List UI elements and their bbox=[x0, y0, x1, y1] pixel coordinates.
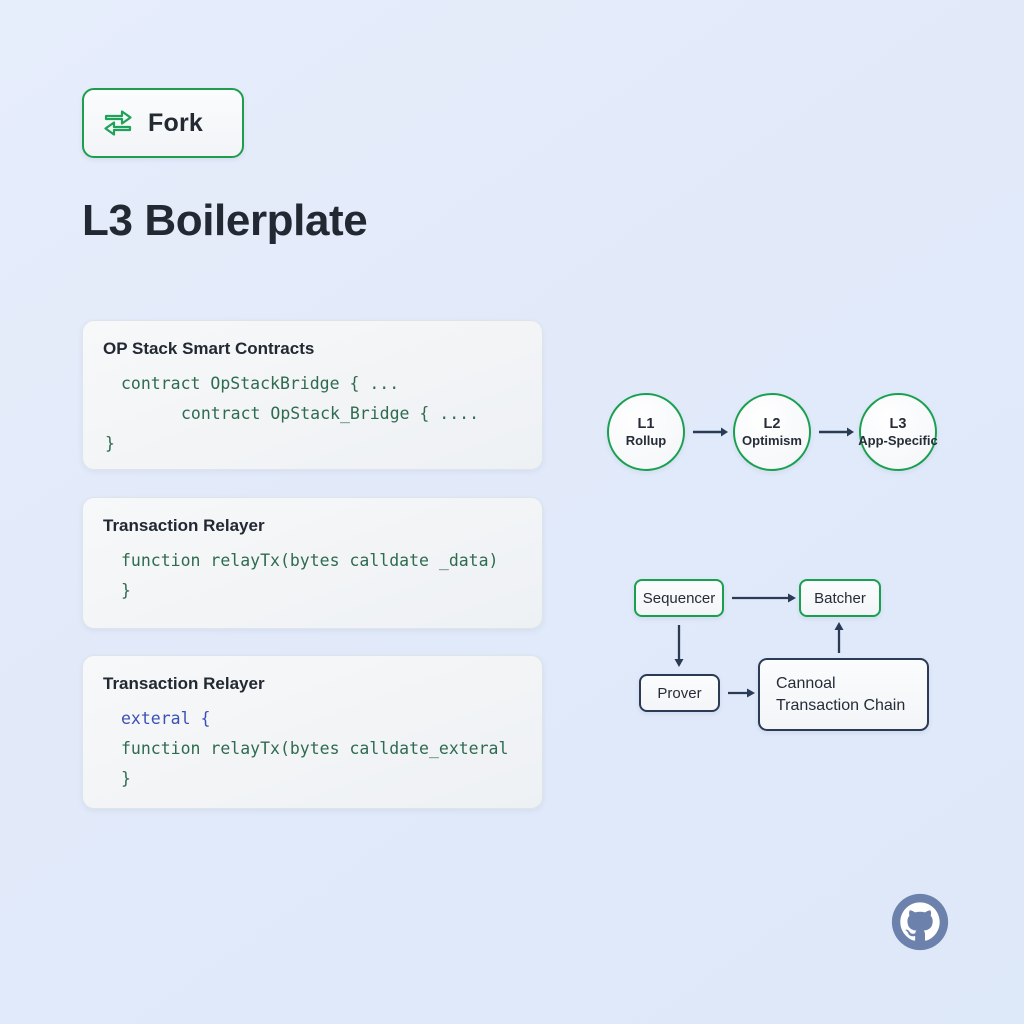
flow-node-sequencer: Sequencer bbox=[634, 579, 724, 617]
layer-node-label: L1 bbox=[637, 415, 655, 432]
layer-node-label: L3 bbox=[889, 415, 907, 432]
layer-node-l2: L2 Optimism bbox=[733, 393, 811, 471]
card-transaction-relayer-1: Transaction Relayer function relayTx(byt… bbox=[82, 497, 543, 629]
code-line: function relayTx(bytes calldate_exteral bbox=[121, 739, 509, 759]
arrow-prover-to-chain-icon bbox=[728, 688, 755, 698]
arrow-l2-to-l3-icon bbox=[819, 427, 854, 437]
code-block: exteral { function relayTx(bytes calldate… bbox=[103, 704, 522, 794]
fork-swap-arrows-icon bbox=[102, 107, 134, 139]
fork-button-label: Fork bbox=[148, 108, 203, 137]
card-op-stack-smart-contracts: OP Stack Smart Contracts contract OpStac… bbox=[82, 320, 543, 470]
code-line: } bbox=[105, 434, 115, 454]
flow-node-label-line2: Transaction Chain bbox=[776, 696, 906, 714]
flow-node-label: Sequencer bbox=[642, 589, 716, 607]
pipeline-flow-diagram: Sequencer Batcher Prover Cannoal Transac… bbox=[620, 565, 950, 755]
code-line: contract OpStackBridge { ... bbox=[121, 374, 400, 393]
page-title: L3 Boilerplate bbox=[82, 196, 368, 245]
flow-node-prover: Prover bbox=[639, 674, 720, 712]
card-title: OP Stack Smart Contracts bbox=[103, 339, 315, 358]
flow-node-label-line1: Cannoal bbox=[776, 674, 836, 692]
fork-button[interactable]: Fork bbox=[82, 88, 244, 158]
code-block: contract OpStackBridge { ... contract OpS… bbox=[103, 369, 522, 459]
layer-node-l3: L3 App-Specific bbox=[858, 393, 938, 471]
code-line: exteral { bbox=[121, 709, 211, 728]
arrow-l1-to-l2-icon bbox=[693, 427, 728, 437]
code-line: } bbox=[121, 581, 131, 601]
layer-node-sublabel: App-Specific bbox=[858, 432, 938, 448]
arrow-sequencer-to-prover-icon bbox=[674, 625, 684, 667]
card-transaction-relayer-2: Transaction Relayer exteral { function re… bbox=[82, 655, 543, 809]
flow-arrows-group bbox=[674, 593, 844, 698]
flow-node-label: Prover bbox=[657, 684, 702, 702]
layer-node-label: L2 bbox=[763, 415, 781, 432]
code-block: function relayTx(bytes calldate _data)} bbox=[103, 546, 522, 606]
github-logo-icon bbox=[890, 892, 950, 952]
arrow-chain-to-batcher-icon bbox=[834, 622, 844, 653]
layer-node-sublabel: Optimism bbox=[742, 432, 802, 448]
flow-node-cannoal-transaction-chain: Cannoal Transaction Chain bbox=[758, 658, 929, 731]
card-title: Transaction Relayer bbox=[103, 516, 265, 535]
code-line: } bbox=[121, 769, 131, 789]
arrow-sequencer-to-batcher-icon bbox=[732, 593, 796, 603]
flow-node-batcher: Batcher bbox=[799, 579, 881, 617]
layer-node-sublabel: Rollup bbox=[625, 432, 667, 448]
code-line: function relayTx(bytes calldate _data) bbox=[121, 551, 499, 570]
flow-node-label: Batcher bbox=[814, 589, 866, 607]
flow-node-label-wrap: Cannoal Transaction Chain bbox=[776, 673, 905, 716]
card-title: Transaction Relayer bbox=[103, 674, 265, 693]
code-line: contract OpStack_Bridge { .... bbox=[181, 404, 480, 424]
layer-node-l1: L1 Rollup bbox=[607, 393, 685, 471]
